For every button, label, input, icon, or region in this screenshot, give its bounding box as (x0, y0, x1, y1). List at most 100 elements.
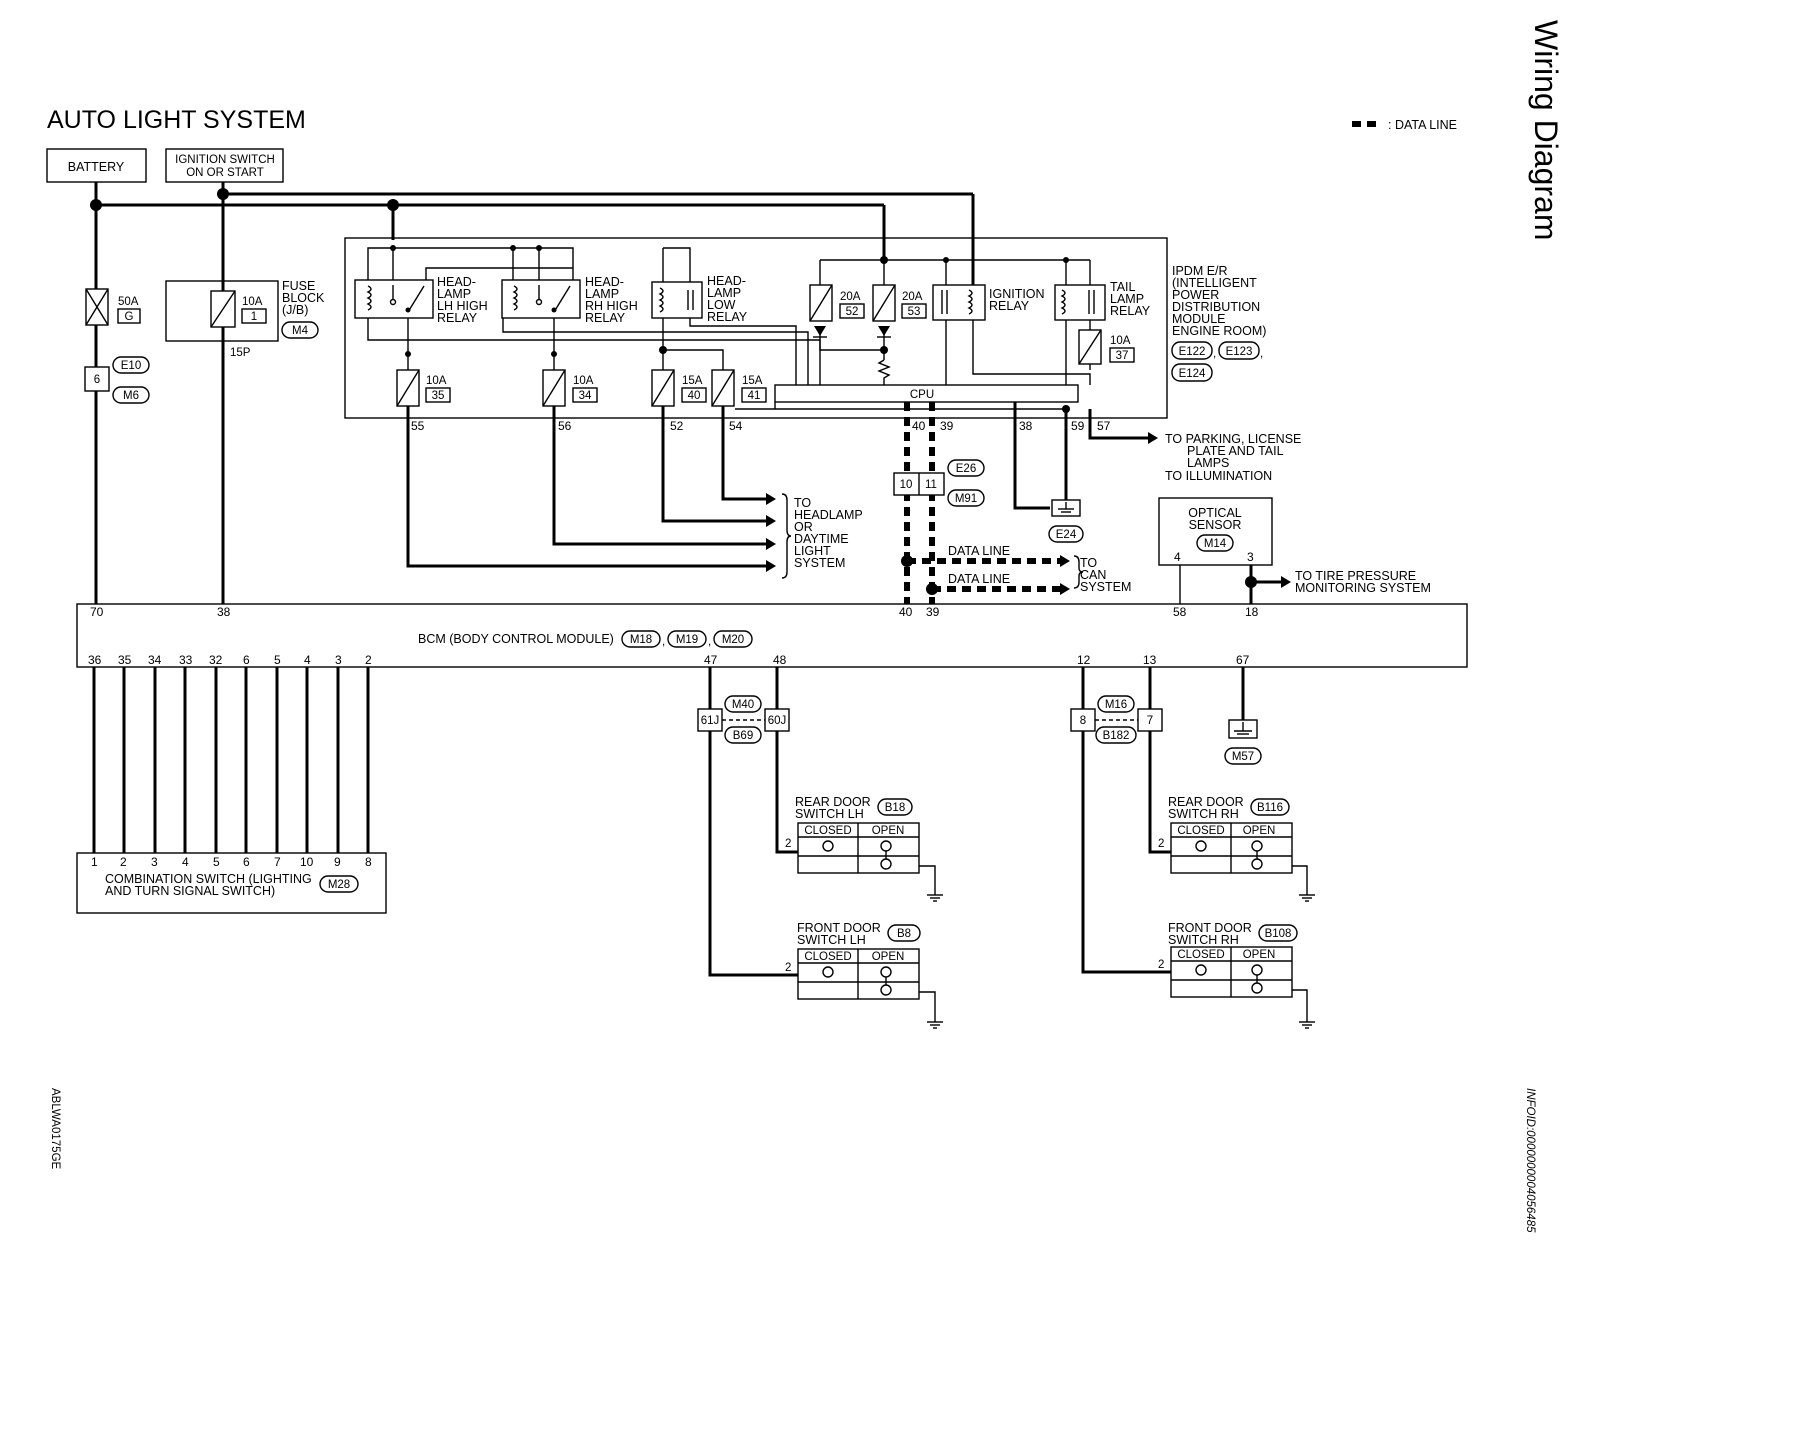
front-lh-connector: B8 (897, 928, 911, 940)
battery-label: BATTERY (68, 160, 125, 174)
fuse-35-amp: 10A (426, 375, 447, 387)
front-rh-l2: SWITCH RH (1168, 933, 1239, 947)
lh-door-wiring: 61J 60J M40 B69 (697, 667, 798, 977)
to-can-l2: CAN (1080, 568, 1106, 582)
connector-e10-m6: 6 E10 M6 (84, 356, 150, 404)
connector-e26-m91: 10 11 E26 M91 (893, 459, 985, 507)
front-door-switch-lh: FRONT DOOR SWITCH LH B8 CLOSED OPEN 2 (785, 921, 943, 1029)
bcm-comma1: , (662, 636, 665, 648)
combi-pin-6: 6 (243, 855, 250, 869)
lh-high-relay-l1: HEAD- (437, 275, 476, 289)
tail-relay-l3: RELAY (1110, 304, 1151, 318)
footer-right-code: INFOID:0000000004056485 (1524, 1088, 1536, 1233)
bcm-pin-34: 34 (148, 653, 162, 667)
fuse-10a-34: 10A 34 (542, 369, 598, 407)
can-data-lines (901, 402, 1084, 604)
fuse-20a-52: 20A 52 (809, 284, 865, 338)
low-relay-l2: LAMP (707, 286, 741, 300)
front-rh-closed: CLOSED (1177, 949, 1224, 961)
fuse-block-amp: 10A (242, 296, 263, 308)
e26-pin-10: 10 (900, 479, 913, 491)
bcm-pin-40: 40 (899, 605, 913, 619)
combination-switch-l1: COMBINATION SWITCH (LIGHTING (105, 872, 312, 886)
ipdm-line3: POWER (1172, 288, 1219, 302)
ipdm-pin-54: 54 (729, 419, 743, 433)
combination-switch-l2: AND TURN SIGNAL SWITCH) (105, 884, 275, 898)
rh-high-relay-l3: RH HIGH (585, 299, 638, 313)
fuse-10a-35: 10A 35 (396, 369, 451, 407)
ignition-switch-box (165, 148, 284, 183)
optical-sensor-pin3: 3 (1247, 550, 1254, 564)
ipdm-cpu: CPU (774, 384, 1079, 403)
fuse-block-line1: FUSE (282, 279, 315, 293)
combi-pin-2: 2 (120, 855, 127, 869)
bcm-pin-39: 39 (926, 605, 940, 619)
headlamp-output-wires (406, 406, 792, 579)
fuse-20a-53: 20A 53 (872, 284, 927, 338)
fuse-34-id: 34 (579, 390, 592, 402)
wiring-diagram: AUTO LIGHT SYSTEM Wiring Diagram : DATA … (46, 20, 1564, 1233)
rear-rh-pin: 2 (1158, 838, 1164, 850)
ground-e24-label: E24 (1056, 529, 1077, 541)
ipdm-pin-56: 56 (558, 419, 572, 433)
front-rh-open: OPEN (1243, 949, 1276, 961)
bcm-pin-18: 18 (1245, 605, 1259, 619)
ipdm-comma1: , (1213, 348, 1216, 360)
fuse-block-id: 1 (251, 311, 257, 323)
bcm-pin-36: 36 (88, 653, 102, 667)
rh-high-relay-l4: RELAY (585, 311, 626, 325)
combi-pin-5: 5 (213, 855, 220, 869)
connector-e10-pin: 6 (94, 374, 100, 386)
fuse-50a-amp: 50A (118, 296, 139, 308)
front-rh-connector: B108 (1265, 928, 1292, 940)
bcm: 70 38 40 39 58 18 BCM (BODY CONTROL MODU… (76, 603, 1468, 668)
to-headlamp-l2: HEADLAMP (794, 508, 863, 522)
fuse-40-id: 40 (688, 390, 701, 402)
low-relay-l4: RELAY (707, 310, 748, 324)
fuse-37-amp: 10A (1110, 335, 1131, 347)
optical-sensor-l1: OPTICAL (1188, 506, 1242, 520)
bcm-pin-2: 2 (365, 653, 372, 667)
ignition-relay-l2: RELAY (989, 299, 1030, 313)
data-line-legend: : DATA LINE (1352, 118, 1457, 132)
bcm-pin-32: 32 (209, 653, 223, 667)
ipdm-line6: ENGINE ROOM) (1172, 324, 1266, 338)
bcm-pin-38: 38 (217, 605, 231, 619)
rear-lh-l1: REAR DOOR (795, 795, 871, 809)
fuse-34-amp: 10A (573, 375, 594, 387)
ipdm-pin-55: 55 (411, 419, 425, 433)
bcm-pin-13: 13 (1143, 653, 1157, 667)
bcm-pin-33: 33 (179, 653, 193, 667)
m40-pin-61j: 61J (701, 715, 720, 727)
ipdm-pin-52: 52 (670, 419, 684, 433)
rh-door-wiring: 8 7 M16 B182 (1070, 667, 1171, 974)
rear-rh-open: OPEN (1243, 825, 1276, 837)
low-relay-l3: LOW (707, 298, 736, 312)
ipdm-pin-57: 57 (1097, 419, 1111, 433)
rear-rh-connector: B116 (1257, 802, 1283, 814)
to-tire-l2: MONITORING SYSTEM (1295, 581, 1431, 595)
ipdm-line1: IPDM E/R (1172, 264, 1228, 278)
lh-high-relay-l2: LAMP (437, 287, 471, 301)
headlamp-rh-high-relay: HEAD- LAMP RH HIGH RELAY (501, 275, 638, 325)
combi-pin-3: 3 (151, 855, 158, 869)
front-lh-pin: 2 (785, 962, 791, 974)
m40-pin-60j: 60J (768, 715, 787, 727)
fuse-50a: 50A G (85, 288, 141, 326)
headlamp-low-relay: HEAD- LAMP LOW RELAY (651, 274, 748, 324)
lh-high-relay-l4: RELAY (437, 311, 478, 325)
combi-pin-9: 9 (334, 855, 341, 869)
front-rh-l1: FRONT DOOR (1168, 921, 1252, 935)
ground-e24: E24 (1013, 402, 1084, 543)
bcm-connector-m19: M19 (676, 634, 698, 646)
rear-rh-l2: SWITCH RH (1168, 807, 1239, 821)
battery-box (46, 148, 147, 183)
fuse-52-id: 52 (846, 306, 859, 318)
fuse-35-id: 35 (432, 390, 445, 402)
ipdm-line5: MODULE (1172, 312, 1225, 326)
rear-door-switch-lh: REAR DOOR SWITCH LH B18 CLOSED OPEN 2 (785, 795, 943, 902)
bcm-comma2: , (708, 636, 711, 648)
ipdm-pin-40: 40 (912, 419, 926, 433)
fuse-15a-41: 15A 41 (711, 369, 767, 407)
fuse-37-id: 37 (1116, 350, 1129, 362)
